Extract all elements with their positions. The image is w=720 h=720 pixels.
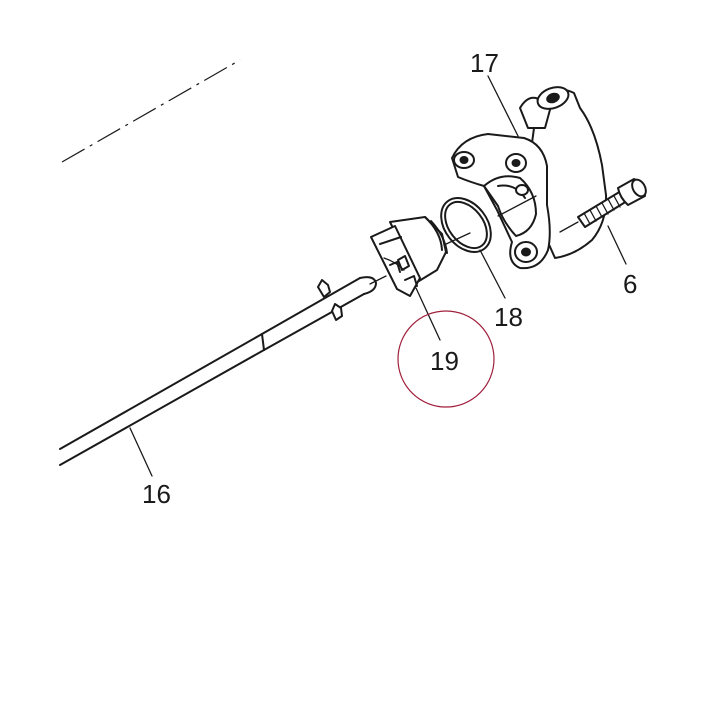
callout-17: 17: [470, 48, 499, 78]
part-6-screw: [559, 178, 647, 233]
part-18-o-ring: [440, 197, 492, 253]
highlight-circle: [397, 310, 495, 408]
callout-19: 19: [430, 346, 459, 376]
part-19-bushing: [369, 216, 471, 297]
leader-line-6: [607, 225, 627, 265]
part-17-housing: [451, 86, 608, 270]
callout-16: 16: [142, 479, 171, 509]
leader-line-18: [479, 249, 506, 299]
part-16-shaft: [59, 276, 377, 466]
callout-6: 6: [623, 269, 637, 299]
leader-line-16: [129, 427, 153, 477]
callout-18: 18: [494, 302, 523, 332]
center-axis-line: [61, 59, 241, 163]
leader-line-17: [487, 75, 519, 137]
